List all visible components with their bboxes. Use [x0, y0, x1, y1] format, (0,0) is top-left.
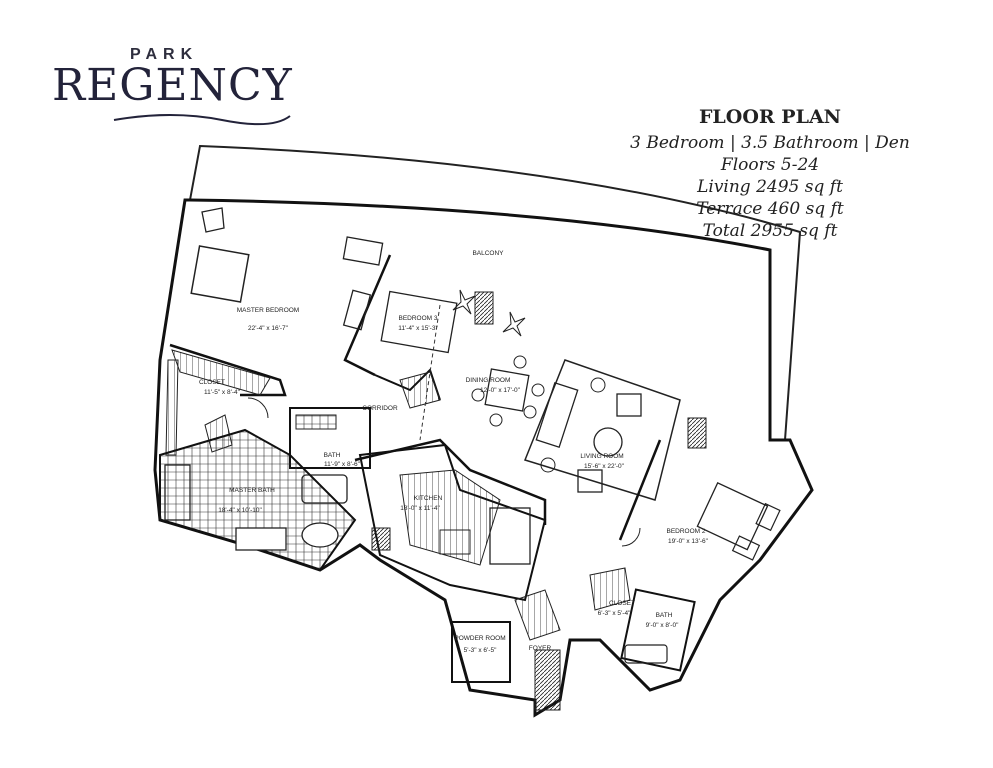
- dining-room-dim: 12'-0" x 17'-0": [480, 387, 521, 394]
- master-bath-label: MASTER BATH: [229, 487, 275, 494]
- bedroom2-dim: 19'-0" x 13'-6": [668, 538, 709, 545]
- bedroom3-label: BEDROOM 3: [398, 315, 437, 322]
- master-bedroom-label: MASTER BEDROOM: [237, 307, 299, 314]
- master-bedroom-dim: 22'-4" x 16'-7": [248, 325, 289, 332]
- floors-range: Floors 5-24: [720, 155, 820, 175]
- bath2-dim: 9'-0" x 8'-0": [646, 622, 679, 629]
- balcony-label: BALCONY: [472, 250, 504, 257]
- closet-dim: 11'-5" x 8'-4": [204, 389, 241, 396]
- bedroom2-label: BEDROOM 2: [666, 528, 705, 535]
- logo-swoosh-icon: [113, 114, 291, 126]
- exterior-wall: [153, 198, 814, 718]
- corridor-label: CORRIDOR: [362, 405, 398, 412]
- dining-room-label: DINING ROOM: [466, 377, 511, 384]
- logo-regency-text: REGENCY: [52, 60, 293, 111]
- foyer-label: FOYER: [529, 645, 552, 652]
- floor-plan-title: FLOOR PLAN: [698, 106, 842, 128]
- park-regency-logo: PARK REGENCY: [52, 42, 302, 132]
- powder-room-dim: 5'-3" x 6'-5": [464, 647, 497, 654]
- bath-label: BATH: [324, 452, 341, 459]
- living-area: Living 2495 sq ft: [697, 177, 843, 197]
- bedroom3-dim: 11'-4" x 15'-3": [398, 325, 438, 332]
- closet-label: CLOSET: [199, 379, 225, 386]
- living-room-label: LIVING ROOM: [580, 453, 623, 460]
- total-area: Total 2955 sq ft: [702, 221, 838, 241]
- unit-configuration: 3 Bedroom | 3.5 Bathroom | Den: [630, 133, 910, 153]
- closet2-dim: 6'-3" x 5'-4": [598, 610, 631, 617]
- living-room-dim: 15'-6" x 22'-0": [584, 463, 625, 470]
- powder-room-label: POWDER ROOM: [454, 635, 505, 642]
- closet2-label: CLOSET: [609, 600, 635, 607]
- master-bath-dim: 18'-4" x 10'-10": [218, 507, 262, 514]
- kitchen-label: KITCHEN: [414, 495, 443, 502]
- bath-dim: 11'-9" x 8'-6": [324, 461, 361, 468]
- logo-park-text: PARK: [130, 46, 199, 63]
- kitchen-dim: 18'-0" x 11'-4": [400, 505, 440, 512]
- bath2-label: BATH: [656, 612, 673, 619]
